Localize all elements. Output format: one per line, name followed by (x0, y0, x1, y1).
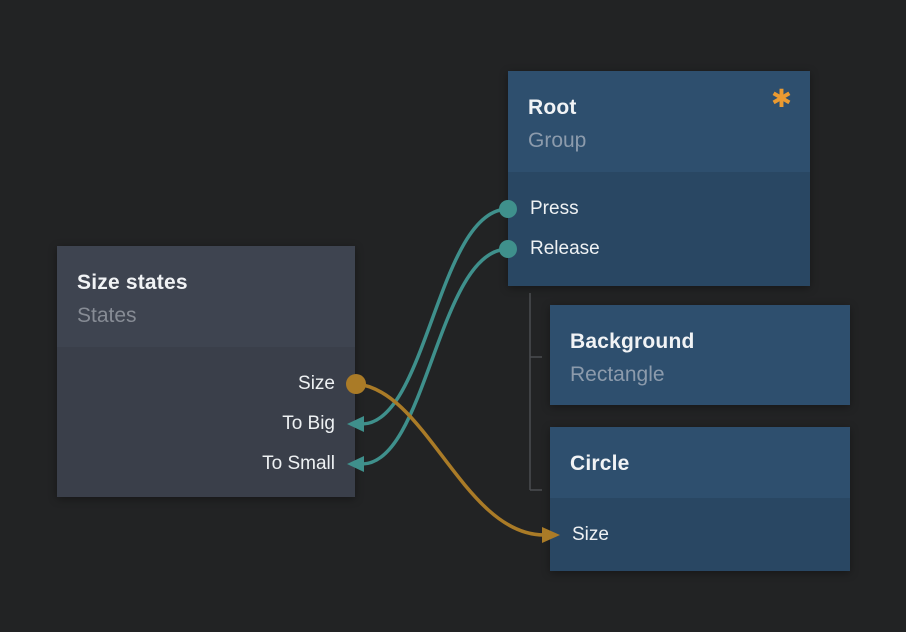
port-size-input[interactable]: Size (572, 524, 609, 545)
node-root-header[interactable]: Root Group ✱ (508, 71, 810, 172)
node-circle[interactable]: Circle Size (550, 427, 850, 571)
node-title: Background (570, 330, 695, 353)
node-size-states[interactable]: Size states States Size To Big To Small (57, 246, 355, 497)
port-to-small-input[interactable]: To Small (262, 453, 335, 474)
node-subtitle: Group (528, 129, 587, 152)
node-background[interactable]: Background Rectangle (550, 305, 850, 405)
port-size-output[interactable]: Size (298, 373, 335, 394)
node-circle-ports: Size (550, 498, 850, 571)
node-subtitle: States (77, 304, 137, 327)
node-root-ports: Press Release (508, 172, 810, 286)
node-circle-header[interactable]: Circle (550, 427, 850, 498)
node-size-states-header[interactable]: Size states States (57, 246, 355, 347)
node-root[interactable]: Root Group ✱ Press Release (508, 71, 810, 286)
wire-root-press-to-big[interactable] (360, 207, 510, 426)
node-size-states-ports: Size To Big To Small (57, 347, 355, 497)
port-press-output[interactable]: Press (530, 198, 579, 219)
port-to-big-input[interactable]: To Big (282, 413, 335, 434)
port-release-output[interactable]: Release (530, 238, 600, 259)
node-subtitle: Rectangle (570, 363, 665, 386)
node-title: Size states (77, 271, 188, 294)
asterisk-icon: ✱ (771, 85, 792, 113)
node-background-header[interactable]: Background Rectangle (550, 305, 850, 405)
wire-root-release-to-small[interactable] (360, 247, 510, 466)
wire-sizestates-size-circle-size[interactable] (354, 382, 546, 537)
node-title: Root (528, 96, 577, 119)
node-title: Circle (570, 452, 630, 475)
